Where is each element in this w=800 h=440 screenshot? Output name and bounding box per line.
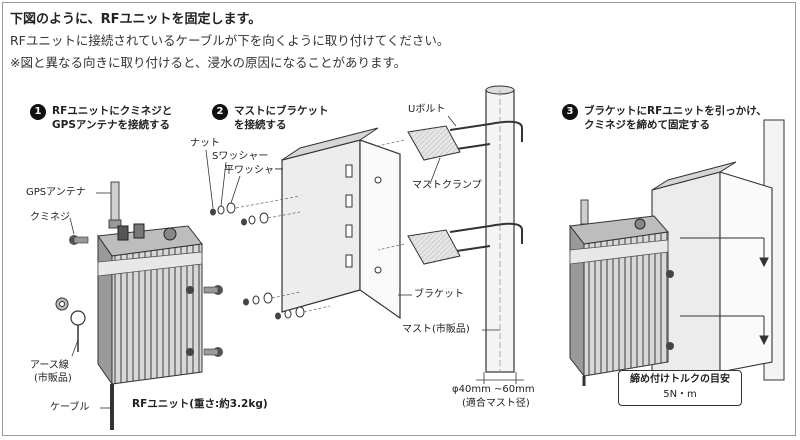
label-flat-washer: 平ワッシャー [224,165,284,176]
assembled-unit [569,119,785,393]
step-3: 3 ブラケットにRFユニットを引っかけ、 クミネジを締めて固定する [562,104,767,132]
kumineji-screw [69,235,223,357]
u-bolt-upper [407,120,523,161]
label-earth-wire-note: (市販品) [34,373,72,384]
torque-value: 5N・m [663,389,697,400]
label-mast-size: φ40mm ~60mm [452,384,535,395]
step-1-text-1: RFユニットにクミネジと [52,105,173,117]
nut-washer-set [210,139,405,320]
step-2-text-2: を接続する [234,119,287,131]
label-bracket: ブラケット [414,289,464,300]
step-3-number: 3 [562,104,578,120]
step-1: 1 RFユニットにクミネジと GPSアンテナを接続する [30,104,172,132]
u-bolt-lower [407,222,523,265]
bracket [281,127,401,320]
step-2: 2 マストにブラケット を接続する [212,104,329,132]
label-cable: ケーブル [50,402,90,413]
rf-unit-left [97,181,203,430]
page-title: 下図のように、RFユニットを固定します。 [10,12,262,27]
step-2-text-1: マストにブラケット [234,105,329,117]
label-s-washer: Sワッシャー [212,151,269,162]
label-mast: マスト(市販品) [402,324,470,335]
torque-note: 締め付けトルクの目安 5N・m [618,370,742,406]
earth-wire [55,297,86,352]
instruction-line-2: ※図と異なる向きに取り付けると、浸水の原因になることがあります。 [10,55,407,70]
label-kumineji: クミネジ [30,212,70,223]
label-nut: ナット [190,138,220,149]
label-rf-unit: RFユニット(重さ:約3.2kg) [132,398,268,410]
label-mast-clamp: マストクランプ [412,180,482,191]
label-earth-wire: アース線 [30,360,69,371]
torque-title: 締め付けトルクの目安 [630,374,730,385]
step-1-number: 1 [30,104,46,120]
mast [476,85,524,384]
step-3-text-1: ブラケットにRFユニットを引っかけ、 [584,105,767,117]
step-2-number: 2 [212,104,228,120]
label-gps-antenna: GPSアンテナ [26,187,86,198]
figure-frame [2,2,796,436]
instruction-line-1: RFユニットに接続されているケーブルが下を向くように取り付けてください。 [10,33,450,48]
label-mast-size-note: (適合マスト径) [462,398,530,409]
step-3-text-2: クミネジを締めて固定する [584,119,710,131]
step-1-text-2: GPSアンテナを接続する [52,119,170,131]
label-u-bolt: Uボルト [408,104,446,115]
